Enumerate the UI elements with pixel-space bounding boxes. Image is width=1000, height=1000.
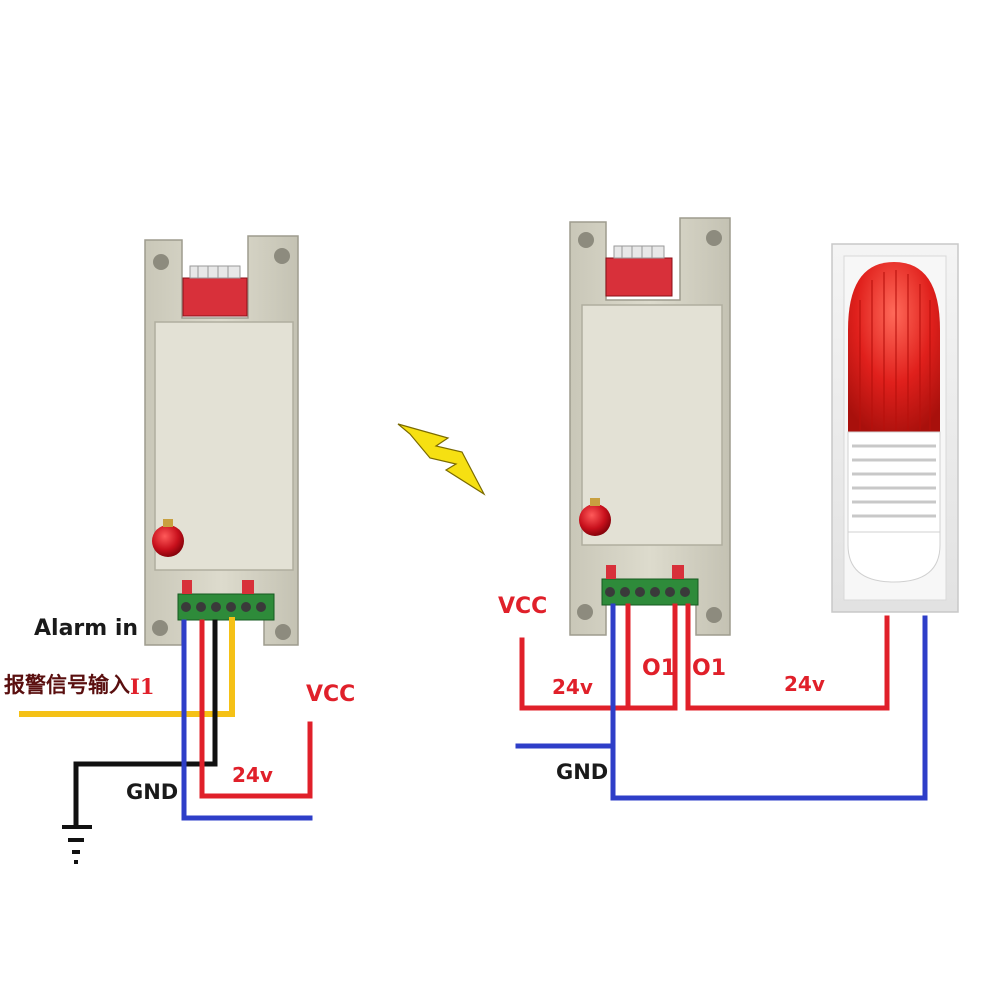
left-antenna-icon	[152, 525, 184, 557]
label-alarm-in: Alarm in	[34, 616, 139, 641]
wire-blue-left	[181, 619, 313, 821]
left-mount-hole-tl	[153, 254, 169, 270]
label-alarm-cn: 报警信号输入	[4, 673, 130, 697]
left-dip-switch	[182, 277, 248, 317]
label-o1-a: O1	[642, 656, 677, 681]
label-gnd-right: GND	[556, 760, 609, 784]
right-mount-hole-tr	[706, 230, 722, 246]
wire-red-o1-strobe	[685, 603, 890, 711]
right-module-panel	[581, 304, 723, 546]
label-vcc-left: VCC	[306, 682, 356, 707]
wire-blue-return	[610, 603, 928, 801]
left-mount-hole-br	[275, 624, 291, 640]
label-24v-right-a: 24v	[552, 675, 593, 699]
right-dip-switch	[605, 257, 673, 297]
wire-black-gnd	[73, 619, 218, 829]
right-antenna-icon	[579, 504, 611, 536]
label-i1: I1	[130, 674, 155, 699]
right-mount-hole-br	[706, 607, 722, 623]
left-mount-hole-tr	[274, 248, 290, 264]
ground-symbol-icon	[62, 825, 92, 864]
label-24v-right-b: 24v	[784, 672, 825, 696]
label-vcc-right: VCC	[498, 594, 548, 619]
alarm-strobe-light	[831, 243, 959, 613]
wire-red-o1-a	[629, 603, 678, 711]
right-wiring	[515, 603, 928, 801]
left-module-panel	[154, 321, 294, 571]
lightning-bolt-icon	[397, 423, 486, 496]
label-o1-b: O1	[692, 656, 727, 681]
right-wireless-module	[569, 217, 731, 636]
label-24v-left: 24v	[232, 763, 273, 787]
right-mount-hole-bl	[577, 604, 593, 620]
left-mount-hole-bl	[152, 620, 168, 636]
left-wireless-module	[144, 235, 299, 646]
wire-red-24v-left	[199, 619, 313, 799]
wire-yellow-alarm	[19, 617, 235, 717]
wire-red-vcc-right	[519, 603, 631, 711]
left-wiring	[19, 617, 313, 829]
right-mount-hole-tl	[578, 232, 594, 248]
strobe-dome	[848, 262, 940, 432]
label-gnd-left: GND	[126, 780, 179, 804]
